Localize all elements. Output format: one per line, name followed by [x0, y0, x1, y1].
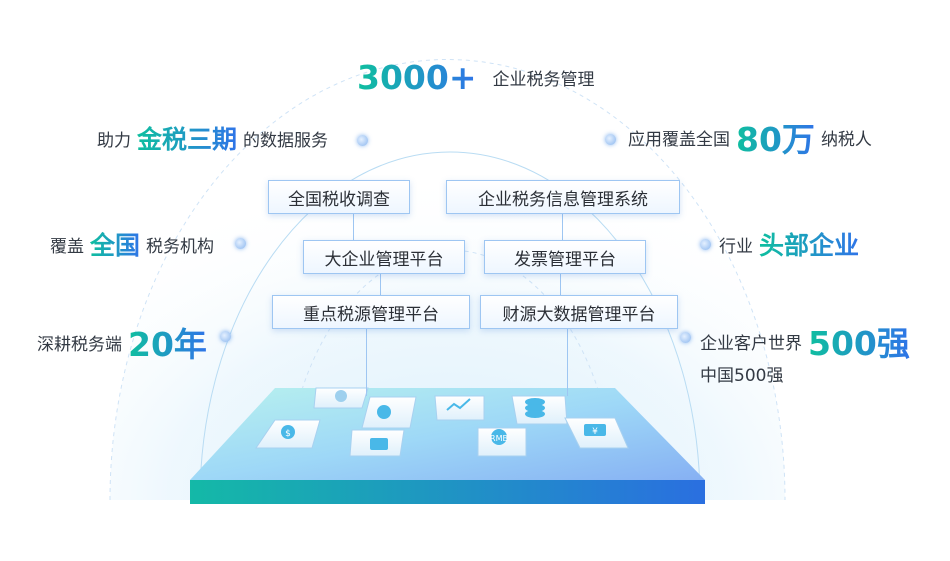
stat-suffix: 税务机构 [146, 236, 215, 257]
headline-label: 企业税务管理 [492, 70, 595, 90]
stat-leading-companies: 行业 头部企业 [719, 226, 865, 262]
stat-highlight: 20年 [128, 318, 207, 366]
system-revenue-big-data: 财源大数据管理平台 [480, 295, 678, 329]
stat-golden-tax: 助力 金税三期 的数据服务 [97, 120, 328, 156]
svg-text:¥: ¥ [592, 427, 598, 437]
tile-icons: $ RMB ¥ [281, 390, 606, 450]
stat-nationwide: 覆盖 全国 税务机构 [50, 226, 214, 262]
stat-suffix: 的数据服务 [243, 130, 329, 151]
stat-suffix: 纳税人 [820, 129, 872, 150]
connector-dot [680, 332, 691, 343]
stat-china-500: 中国500强 [700, 361, 783, 386]
connector-dot [220, 331, 231, 342]
headline-stat: 3000+ 企业税务管理 [357, 58, 595, 97]
stat-prefix: 助力 [97, 130, 131, 151]
system-invoice: 发票管理平台 [484, 240, 646, 274]
stat-20-years: 深耕税务端 20年 [37, 318, 213, 366]
connector-dot [235, 238, 246, 249]
stat-highlight: 金税三期 [137, 120, 237, 156]
connector-line [366, 326, 367, 396]
stat-highlight: 全国 [90, 226, 140, 262]
svg-text:$: $ [285, 429, 291, 439]
stat-prefix: 覆盖 [50, 236, 84, 257]
stat-80w-taxpayers: 应用覆盖全国 80万 纳税人 [628, 113, 872, 161]
stat-prefix: 应用覆盖全国 [628, 129, 730, 150]
connector-line [567, 326, 568, 396]
stat-line2: 中国500强 [700, 366, 784, 386]
system-national-tax-survey: 全国税收调查 [268, 180, 410, 214]
connector-line [353, 211, 354, 241]
system-key-tax-source: 重点税源管理平台 [272, 295, 470, 329]
stat-fortune-500: 企业客户世界 500强 [700, 317, 910, 365]
connector-line [380, 271, 381, 296]
stat-prefix: 深耕税务端 [37, 334, 122, 355]
platform-front [190, 480, 705, 504]
headline-value: 3000+ [357, 58, 477, 97]
stat-highlight: 头部企业 [759, 226, 859, 262]
platform-top [190, 388, 705, 480]
stat-prefix: 企业客户世界 [700, 333, 802, 354]
connector-dot [605, 134, 616, 145]
connector-dot [357, 135, 368, 146]
stat-highlight: 80万 [736, 113, 815, 161]
system-enterprise-tax-info: 企业税务信息管理系统 [446, 180, 680, 214]
svg-text:RMB: RMB [490, 434, 508, 443]
connector-line [560, 271, 561, 296]
connector-line [562, 211, 563, 241]
system-large-enterprise: 大企业管理平台 [303, 240, 465, 274]
connector-dot [700, 239, 711, 250]
stat-prefix: 行业 [719, 236, 753, 257]
stat-highlight: 500强 [808, 317, 910, 365]
